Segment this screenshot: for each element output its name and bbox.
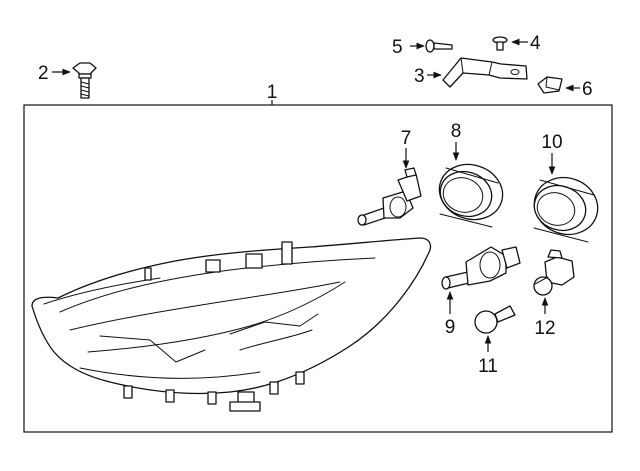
part-bulb-socket: [533, 249, 575, 296]
callout-12: 12: [534, 318, 555, 339]
callout-10: 10: [541, 132, 562, 153]
callout-7: 7: [401, 128, 412, 149]
part-bulb-small: [474, 305, 516, 334]
callout-2: 2: [38, 63, 49, 84]
part-seal-ring-large: [438, 163, 504, 228]
part-screw: [425, 39, 453, 53]
part-small-screw: [492, 36, 508, 51]
assembly-frame: [23, 104, 613, 433]
part-bracket: [442, 57, 528, 88]
callout-11: 11: [478, 356, 498, 377]
callout-1: 1: [267, 82, 278, 103]
part-bolt: [72, 62, 97, 99]
callout-8: 8: [451, 121, 462, 142]
part-clip-nut: [537, 76, 563, 94]
part-seal-ring-small: [533, 176, 599, 243]
callout-5: 5: [392, 37, 403, 58]
callout-4: 4: [530, 33, 541, 54]
part-bulb-low-beam: [357, 167, 422, 226]
callout-3: 3: [414, 66, 425, 87]
part-headlamp-housing: [31, 237, 432, 412]
callout-6: 6: [582, 79, 593, 100]
callout-9: 9: [445, 317, 456, 338]
part-bulb-high-beam: [441, 246, 521, 290]
